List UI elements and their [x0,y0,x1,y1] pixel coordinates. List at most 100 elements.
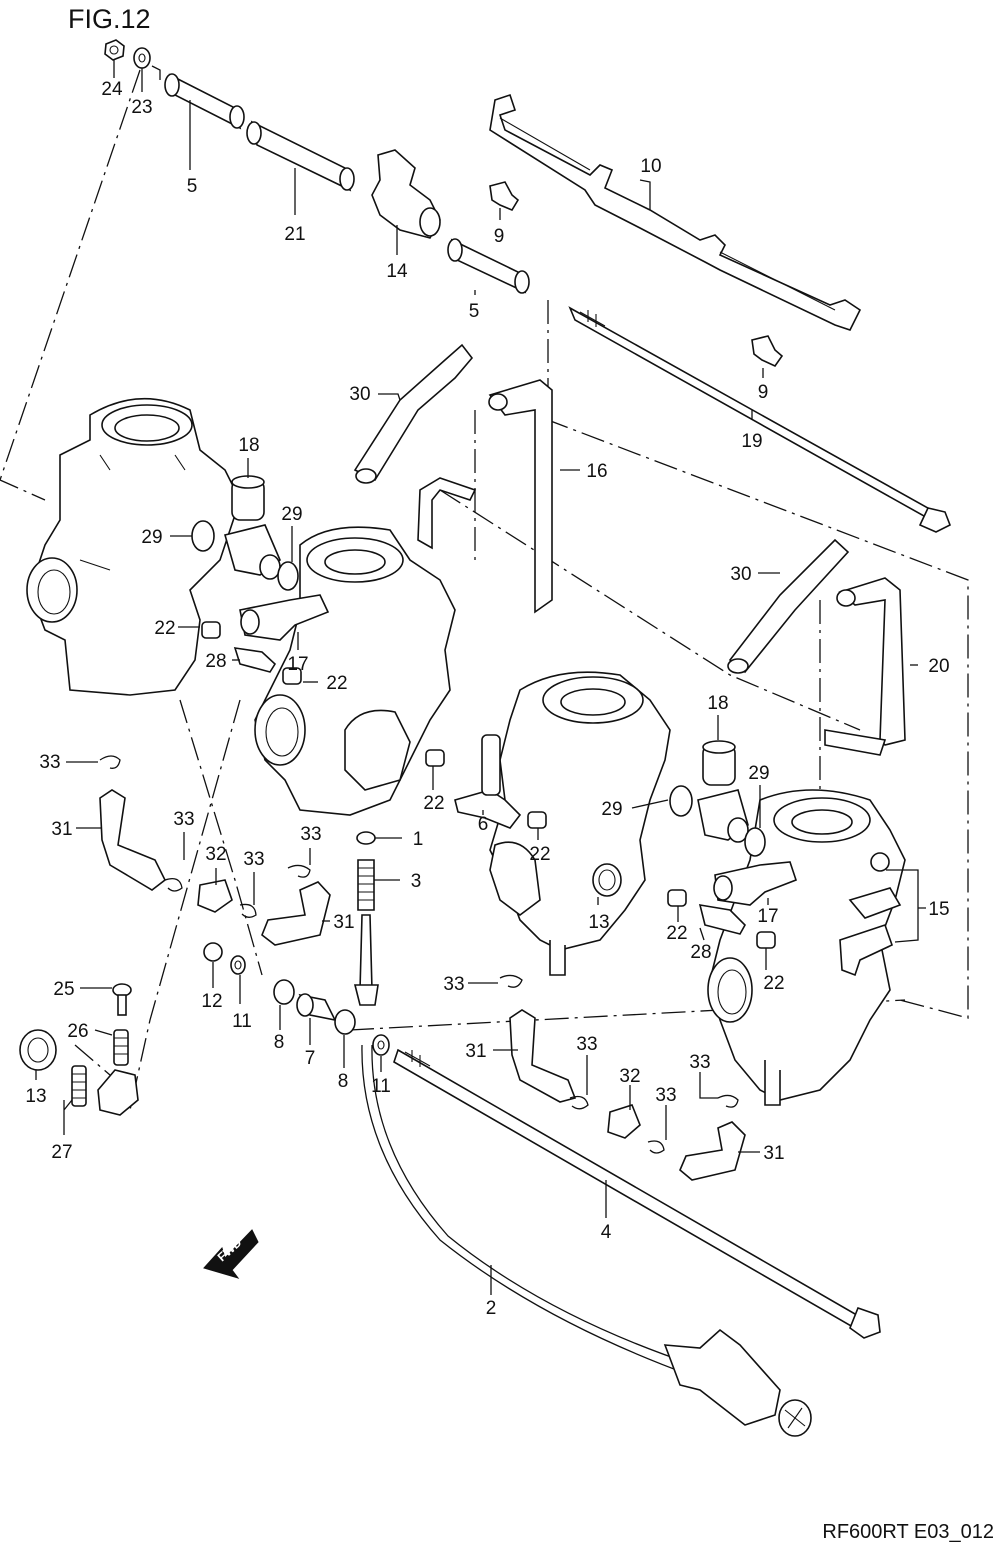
bracket-10 [489,93,862,331]
callout-33-h: 33 [689,1052,710,1073]
callout-32-a: 32 [205,844,226,865]
shaft-4 [393,1048,881,1339]
callout-19: 19 [741,431,762,452]
clip-33-a [99,755,121,769]
callout-33-d: 33 [300,824,321,845]
callout-7: 7 [305,1048,316,1069]
tee-32-b [607,1104,641,1139]
callout-31-a: 31 [51,819,72,840]
fitting-28-right [698,904,746,935]
sleeve-8-b [334,1009,356,1035]
hose-31-a [99,789,167,891]
fitting-22-f [756,931,776,949]
callout-4: 4 [601,1222,612,1243]
callout-22-a: 22 [154,618,175,639]
callout-17-right: 17 [757,906,778,927]
callout-1: 1 [413,829,424,850]
screw-25 [112,983,132,1016]
figure-title: FIG.12 [68,4,151,34]
callout-33-a: 33 [39,752,60,773]
callout-26: 26 [67,1021,88,1042]
reference-lines [0,69,969,1111]
callout-30-lower: 30 [730,564,751,585]
callout-23: 23 [131,97,152,118]
hose-21 [246,120,355,192]
callout-16: 16 [586,461,607,482]
clip-33-c [239,903,257,918]
washer-11-b [372,1034,390,1056]
callout-5-upper: 5 [187,176,198,197]
callout-28-right: 28 [690,942,711,963]
callout-24: 24 [101,79,123,100]
callout-25: 25 [53,979,74,1000]
clip-33-b [164,877,183,892]
fitting-22-a [201,621,221,639]
callout-21: 21 [284,224,305,245]
hose-30-upper [353,343,474,484]
callout-27: 27 [51,1142,72,1163]
joint-18-left [224,475,281,580]
callout-28-left: 28 [205,651,226,672]
callout-22-c: 22 [423,793,444,814]
clip-33-d [287,864,311,878]
bracket-15 [839,852,902,977]
throttle-stop-screw [353,831,379,1006]
clip-9-upper [489,181,520,212]
clip-33-g [647,1140,665,1154]
clip-33-f [569,1095,589,1110]
o-ring-29-right-a [669,785,693,817]
tee-32-a [197,879,233,913]
joint-17-left [239,594,330,641]
callout-20: 20 [928,656,949,677]
sleeve-8-a [273,979,295,1005]
fitting-22-d [527,811,547,829]
callout-13-left: 13 [25,1086,46,1107]
callout-33-g: 33 [655,1085,676,1106]
hose-31-b [261,881,331,946]
hose-5-lower [447,238,530,294]
callout-33-c: 33 [243,849,264,870]
fitting-22-b [282,667,302,685]
callout-6: 6 [478,814,489,835]
callout-33-b: 33 [173,809,194,830]
callout-11-a: 11 [232,1011,252,1032]
callout-29-right-a: 29 [601,799,622,820]
third-carburetor [489,671,671,976]
washer-23 [133,47,151,69]
hose-5-upper [164,73,245,130]
callout-32-b: 32 [619,1066,640,1087]
nut-24 [104,39,125,61]
clip-33-e [499,974,523,988]
callout-8-b: 8 [338,1071,349,1092]
callout-29-right-b: 29 [748,763,769,784]
callout-15: 15 [928,899,949,920]
pipe-7 [296,993,337,1022]
callout-31-c: 31 [465,1041,486,1062]
callout-8-a: 8 [274,1032,285,1053]
leader-lines [35,60,926,1295]
callout-30-upper: 30 [349,384,370,405]
joint-17-right [713,861,798,906]
callout-2: 2 [486,1298,497,1319]
clip-9-lower [751,335,784,368]
callout-9-lower: 9 [758,382,769,403]
o-ring-29-left-b [277,561,299,591]
left-carburetor [26,397,241,696]
spring-13-center [592,863,622,897]
shaft-19 [568,306,952,533]
callout-13-center: 13 [588,912,609,933]
callout-22-e: 22 [666,923,687,944]
callout-22-d: 22 [529,844,550,865]
o-ring-29-left-a [191,520,215,552]
callout-17-left: 17 [287,654,308,675]
hose-30-lower [727,538,850,674]
fitting-22-e [667,889,687,907]
spring-26 [113,1029,129,1066]
tee-fitting-6 [454,734,522,829]
clip-33-h [717,1094,739,1108]
hose-20 [824,577,906,756]
callout-22-f: 22 [763,973,784,994]
hose-16 [417,379,553,614]
callout-10: 10 [640,156,661,177]
